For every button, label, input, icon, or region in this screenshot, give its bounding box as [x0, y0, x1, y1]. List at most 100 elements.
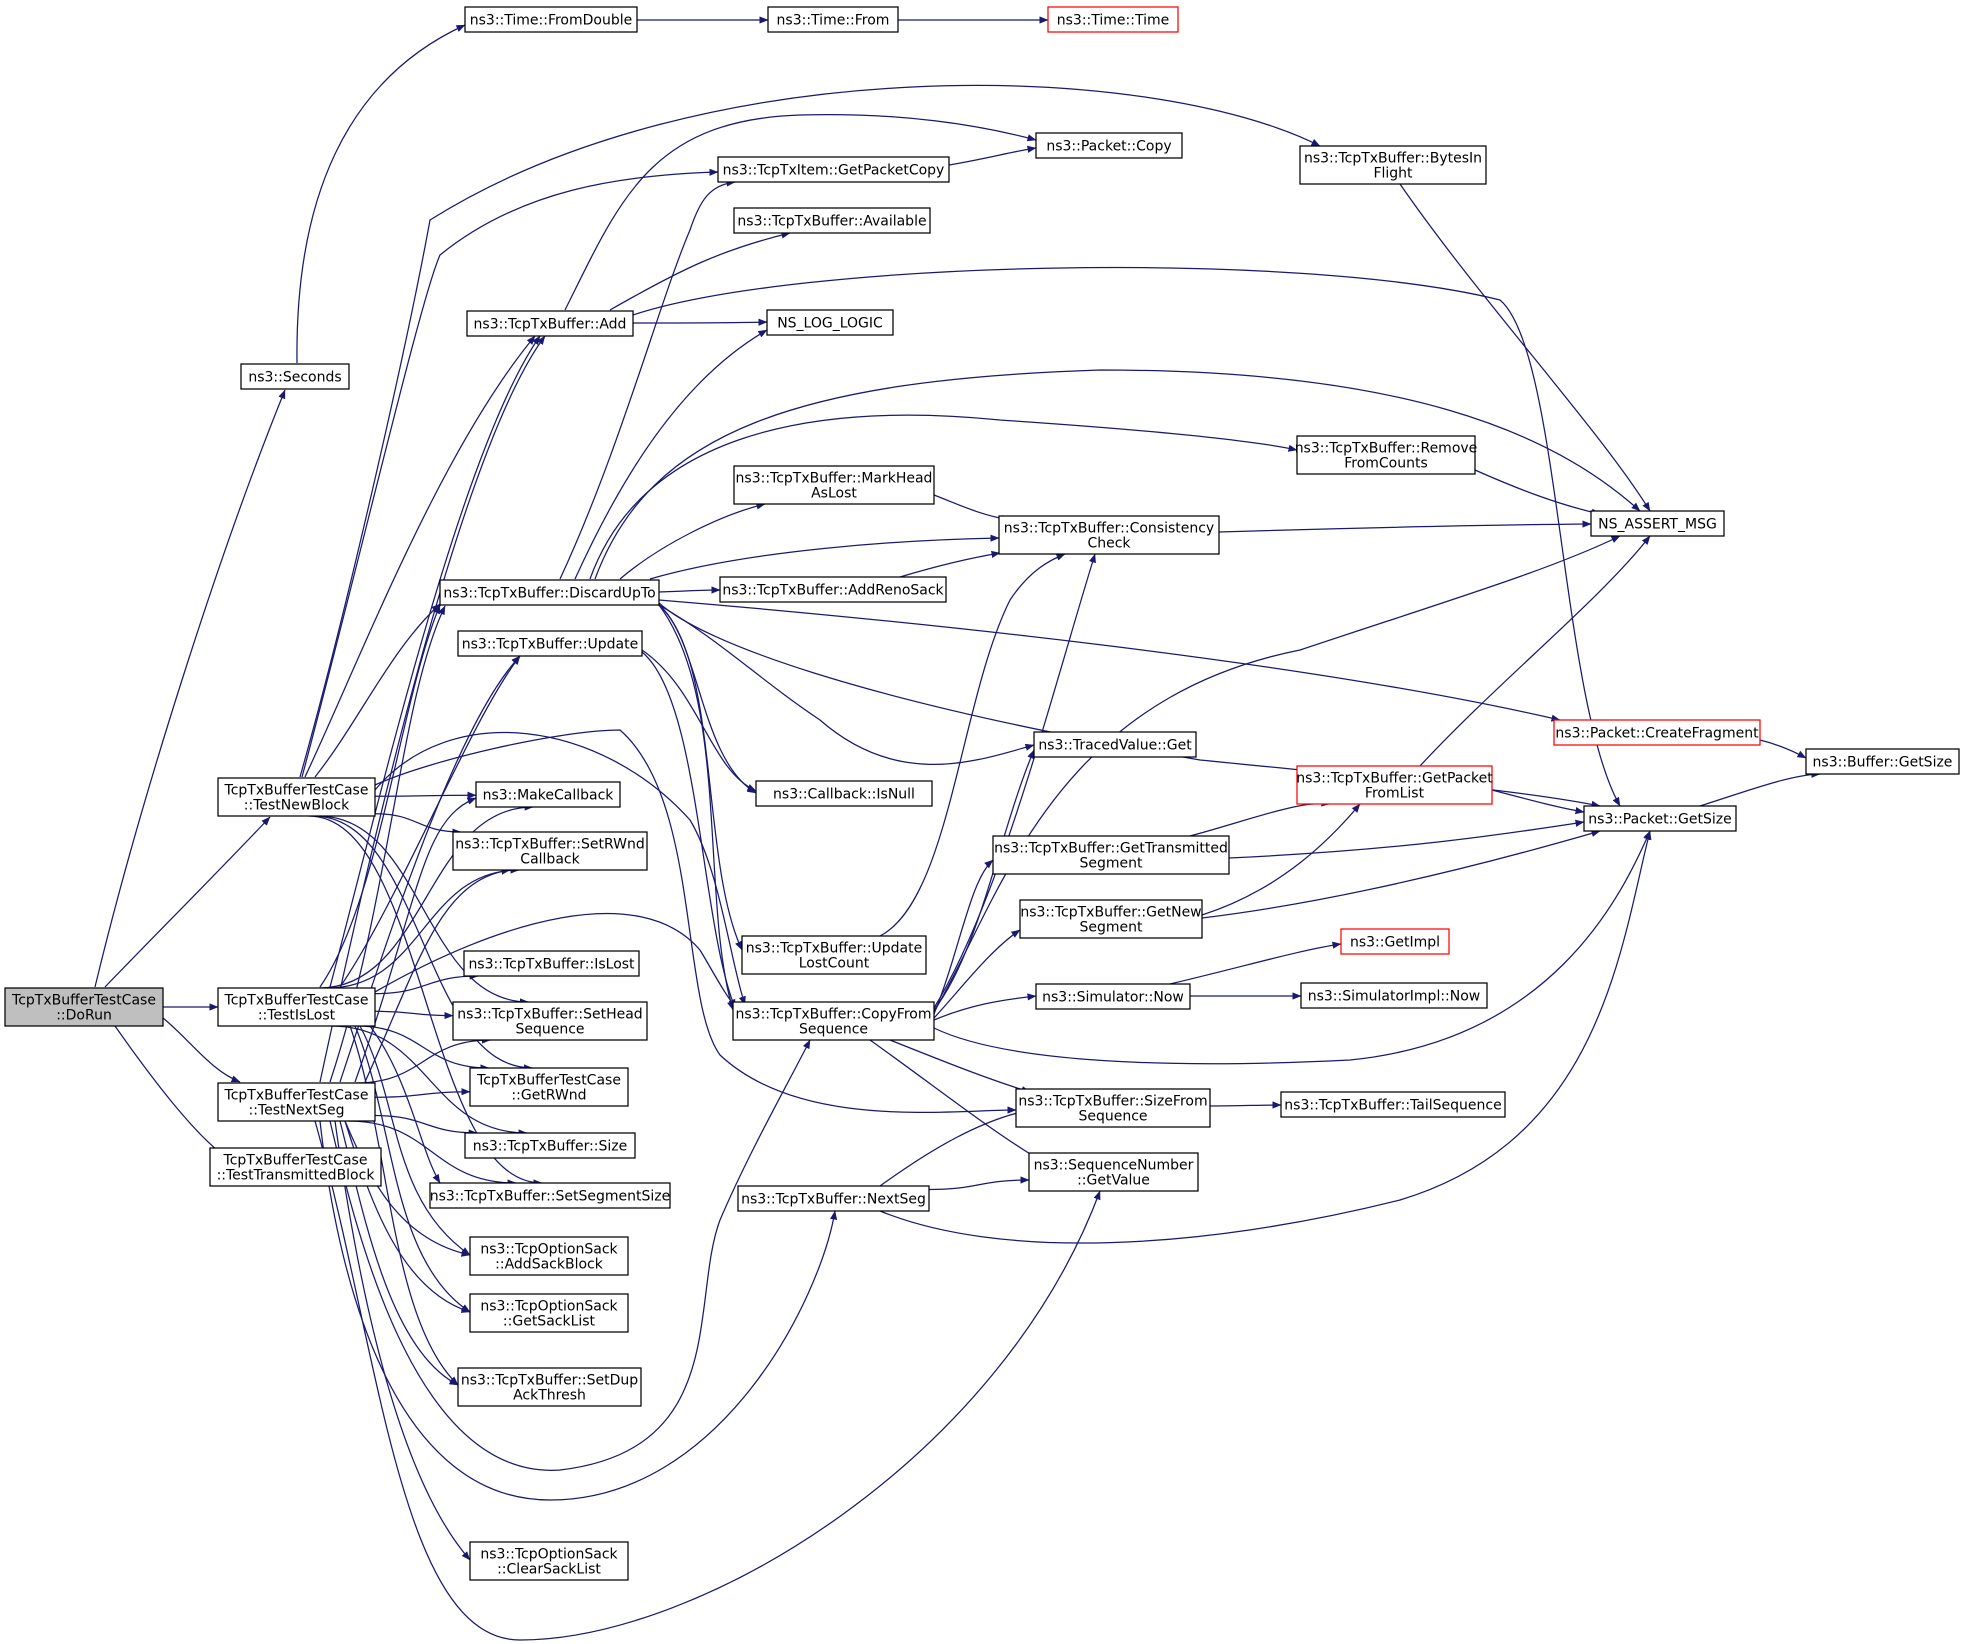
node-getpacketcopy[interactable]: ns3::TcpTxItem::GetPacketCopy — [717, 156, 950, 183]
call-arrow — [104, 816, 271, 988]
call-arrow — [933, 993, 1037, 1021]
node-label: ns3::SimulatorImpl::Now — [1308, 989, 1481, 1005]
node-seconds[interactable]: ns3::Seconds — [240, 363, 350, 390]
call-arrow — [641, 651, 736, 1009]
node-update[interactable]: ns3::TcpTxBuffer::Update — [457, 630, 643, 657]
node-getrwnd[interactable]: TcpTxBufferTestCase::GetRWnd — [469, 1067, 629, 1107]
node-box — [767, 6, 899, 33]
node-label: TcpTxBufferTestCase — [476, 1073, 621, 1089]
call-arrow — [356, 1025, 490, 1072]
node-box — [1299, 145, 1487, 185]
node-label: ns3::TcpTxBuffer::GetPacket — [1296, 771, 1493, 787]
node-label: ns3::TcpOptionSack — [480, 1547, 618, 1563]
node-getimpl[interactable]: ns3::GetImpl — [1340, 928, 1450, 955]
node-box — [766, 309, 894, 336]
node-dorun[interactable]: TcpTxBufferTestCase::DoRun — [4, 987, 164, 1027]
node-addreno[interactable]: ns3::TcpTxBuffer::AddRenoSack — [719, 576, 947, 603]
node-box — [469, 1067, 629, 1107]
node-timefrom[interactable]: ns3::Time::From — [767, 6, 899, 33]
node-getvalue[interactable]: ns3::SequenceNumber::GetValue — [1028, 1152, 1199, 1192]
call-arrow — [1474, 469, 1601, 516]
node-timetime[interactable]: ns3::Time::Time — [1047, 6, 1179, 33]
node-label: ns3::TcpTxBuffer::GetTransmitted — [994, 841, 1228, 857]
node-nsassert[interactable]: NS_ASSERT_MSG — [1590, 510, 1725, 537]
call-arrow — [319, 604, 441, 988]
call-edge-seconds-to-fromdouble — [296, 24, 466, 364]
node-buffergetsize[interactable]: ns3::Buffer::GetSize — [1805, 748, 1960, 775]
node-islost[interactable]: ns3::TcpTxBuffer::IsLost — [463, 950, 640, 977]
node-box — [1047, 6, 1179, 33]
node-label: ns3::TcpTxBuffer::Available — [737, 214, 926, 230]
node-simnow[interactable]: ns3::Simulator::Now — [1035, 983, 1191, 1010]
node-simimplnow[interactable]: ns3::SimulatorImpl::Now — [1300, 982, 1488, 1009]
call-edge-discardupto-to-updatelost — [658, 604, 743, 951]
node-testtransmitted[interactable]: TcpTxBufferTestCase::TestTransmittedBloc… — [209, 1147, 382, 1187]
node-nextseg[interactable]: ns3::TcpTxBuffer::NextSeg — [737, 1185, 930, 1212]
call-edge-testislost-to-addsack — [359, 1025, 471, 1256]
node-label: TcpTxBufferTestCase — [224, 1088, 369, 1104]
call-arrow — [928, 1176, 1030, 1191]
call-arrow — [374, 729, 1017, 1114]
node-label: ::TestTransmittedBlock — [217, 1168, 376, 1184]
node-addsack[interactable]: ns3::TcpOptionSack::AddSackBlock — [469, 1236, 629, 1276]
node-testnewblock[interactable]: TcpTxBufferTestCase::TestNewBlock — [217, 777, 376, 817]
call-edge-testnextseg-to-getrwnd — [374, 1088, 471, 1098]
node-label: ns3::TcpTxBuffer::Update — [462, 637, 638, 653]
node-box — [732, 1001, 935, 1041]
call-arrow — [296, 24, 466, 364]
node-getsacklist[interactable]: ns3::TcpOptionSack::GetSackList — [469, 1293, 629, 1333]
node-clearsack[interactable]: ns3::TcpOptionSack::ClearSackList — [469, 1541, 629, 1581]
call-arrow — [589, 414, 1298, 580]
call-arrow — [879, 830, 1652, 1244]
node-createfrag[interactable]: ns3::Packet::CreateFragment — [1553, 719, 1761, 746]
call-edge-testnextseg-to-getvalue — [314, 1120, 1101, 1641]
call-edge-discardupto-to-copyfrom — [658, 604, 734, 1011]
call-edge-add-to-nslog — [632, 318, 768, 326]
node-add[interactable]: ns3::TcpTxBuffer::Add — [466, 310, 634, 337]
node-label: ::TestNewBlock — [244, 798, 350, 814]
node-size[interactable]: ns3::TcpTxBuffer::Size — [464, 1132, 636, 1159]
call-arrow — [347, 1120, 517, 1187]
node-isnull[interactable]: ns3::Callback::IsNull — [755, 780, 933, 807]
node-fromdouble[interactable]: ns3::Time::FromDouble — [464, 6, 638, 33]
call-edge-dorun-to-testnewblock — [104, 816, 271, 988]
call-edge-update-to-copyfrom — [641, 651, 736, 1009]
node-setsegsize[interactable]: ns3::TcpTxBuffer::SetSegmentSize — [429, 1182, 671, 1209]
call-arrow — [658, 604, 734, 1011]
call-arrow — [329, 335, 541, 988]
call-edge-bytesin-to-nsassert — [1399, 183, 1651, 512]
node-nslog[interactable]: NS_LOG_LOGIC — [766, 309, 894, 336]
node-label: NS_LOG_LOGIC — [777, 316, 883, 332]
node-tailseq[interactable]: ns3::TcpTxBuffer::TailSequence — [1280, 1091, 1506, 1118]
node-label: ns3::MakeCallback — [483, 788, 615, 804]
node-tracedget[interactable]: ns3::TracedValue::Get — [1033, 731, 1197, 758]
node-packetgetsize[interactable]: ns3::Packet::GetSize — [1583, 805, 1737, 832]
node-available[interactable]: ns3::TcpTxBuffer::Available — [733, 207, 931, 234]
node-makecallback[interactable]: ns3::MakeCallback — [475, 781, 621, 808]
node-testnextseg[interactable]: TcpTxBufferTestCase::TestNextSeg — [217, 1082, 376, 1122]
node-testislost[interactable]: TcpTxBufferTestCase::TestIsLost — [217, 987, 376, 1027]
node-label: Segment — [1080, 920, 1144, 936]
node-box — [733, 465, 935, 505]
call-arrow — [374, 1010, 454, 1020]
node-packetcopy[interactable]: ns3::Packet::Copy — [1035, 132, 1183, 159]
node-label: ns3::TcpTxBuffer::SetSegmentSize — [430, 1189, 671, 1205]
node-label: Sequence — [515, 1022, 584, 1038]
call-arrow — [559, 179, 736, 580]
call-edge-testislost-to-update — [339, 655, 521, 988]
node-discardupto[interactable]: ns3::TcpTxBuffer::DiscardUpTo — [439, 579, 660, 606]
call-arrow — [374, 813, 462, 836]
